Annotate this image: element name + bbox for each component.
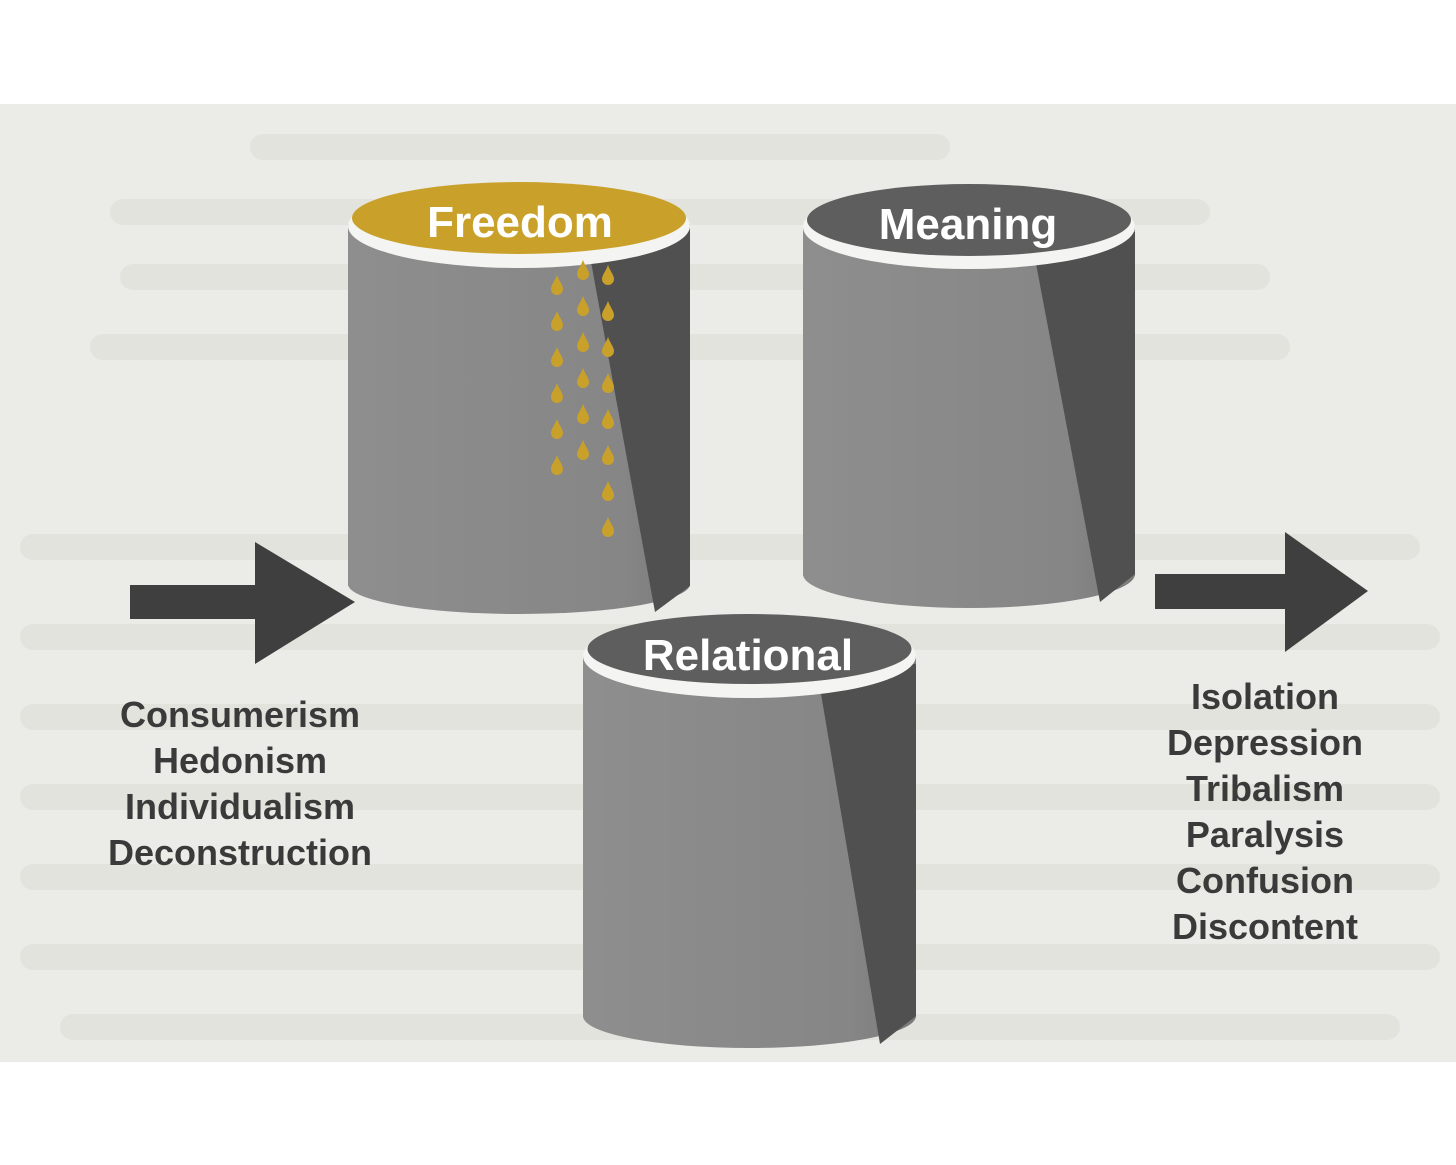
gold-drop (551, 455, 563, 475)
gold-drops (551, 260, 614, 537)
output-arrow (1155, 532, 1368, 652)
outcome-item: Discontent (1171, 906, 1358, 947)
input-force-item: Deconstruction (107, 832, 373, 873)
gold-drop (577, 440, 589, 460)
gold-drop (602, 445, 614, 465)
gold-drop (551, 383, 563, 403)
input-force-item: Hedonism (152, 740, 328, 781)
input-force-item: Consumerism (119, 694, 361, 735)
gold-drop (551, 275, 563, 295)
cylinder-relational: Relational (583, 614, 916, 1048)
cylinder-meaning-top (807, 184, 1131, 256)
cylinder-freedom-top (352, 182, 686, 254)
gold-drop (602, 337, 614, 357)
cylinder-meaning: Meaning (803, 184, 1135, 608)
gold-drop (551, 311, 563, 331)
gold-drop (577, 260, 589, 280)
cylinder-freedom-label: Freedom (427, 198, 613, 247)
gold-drop (602, 517, 614, 537)
gold-drop (577, 296, 589, 316)
gold-drop (551, 347, 563, 367)
gold-drop (577, 368, 589, 388)
gold-drop (602, 301, 614, 321)
gold-drop (577, 404, 589, 424)
gold-drop (602, 409, 614, 429)
gold-drop (602, 481, 614, 501)
input-arrow (130, 542, 355, 664)
gold-drop (602, 373, 614, 393)
cylinder-relational-label: Relational (643, 631, 853, 680)
gold-drop (551, 419, 563, 439)
cylinder-relational-top (587, 614, 912, 684)
outcome-item: Paralysis (1185, 814, 1345, 855)
outcome-item: Tribalism (1185, 768, 1345, 809)
cylinder-freedom: Freedom (348, 182, 690, 614)
gold-drop (577, 332, 589, 352)
outcome-item: Isolation (1190, 676, 1339, 717)
gold-drop (602, 265, 614, 285)
input-force-item: Individualism (124, 786, 356, 827)
cylinder-diagram: Relational Freedom Meaning (130, 182, 1368, 1048)
outcome-item: Depression (1166, 722, 1364, 763)
outcome-item: Confusion (1176, 860, 1354, 901)
cylinder-meaning-label: Meaning (879, 200, 1057, 249)
